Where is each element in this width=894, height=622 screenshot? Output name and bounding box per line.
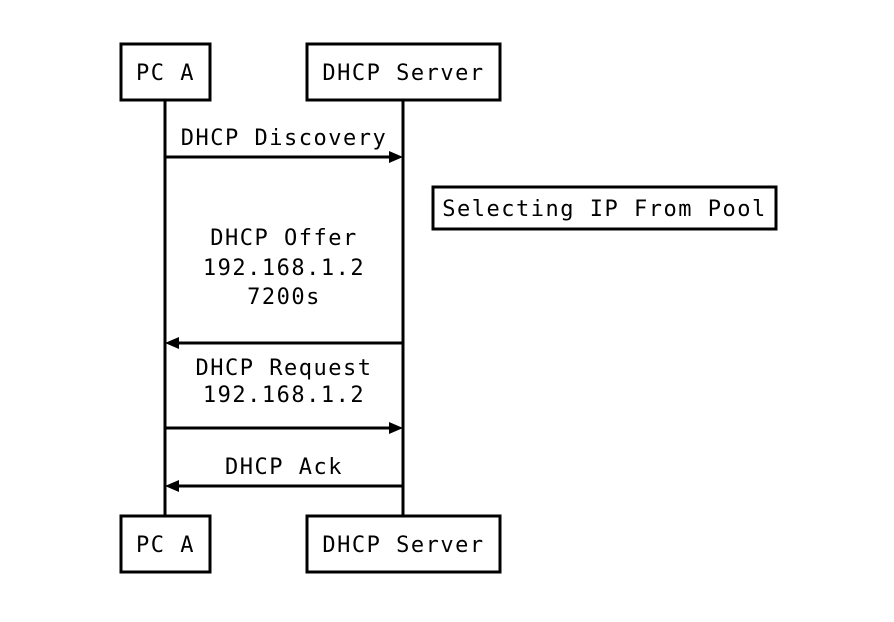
arrowhead-left (165, 337, 179, 349)
participant-label: PC A (136, 61, 195, 86)
note-selecting-ip: Selecting IP From Pool (431, 185, 778, 231)
participant-top-pc-a: PC A (119, 42, 212, 102)
message-dhcp-request: DHCP Request 192.168.1.2 (165, 356, 403, 434)
participant-top-dhcp-server: DHCP Server (305, 42, 502, 102)
arrowhead-right (389, 151, 403, 163)
participant-label: DHCP Server (322, 533, 484, 558)
arrowhead-right (389, 422, 403, 434)
message-label-line-3: 7200s (247, 285, 321, 310)
participant-bottom-pc-a: PC A (119, 514, 212, 574)
message-label-line-2: 192.168.1.2 (203, 383, 365, 408)
participant-label: PC A (136, 533, 195, 558)
message-dhcp-discovery: DHCP Discovery (165, 126, 403, 163)
arrowhead-left (165, 480, 179, 492)
message-dhcp-offer: DHCP Offer 192.168.1.2 7200s (165, 226, 403, 349)
message-dhcp-ack: DHCP Ack (165, 455, 403, 492)
message-label: DHCP Ack (225, 455, 343, 480)
participant-label: DHCP Server (322, 61, 484, 86)
note-label: Selecting IP From Pool (442, 197, 766, 222)
message-label-line-2: 192.168.1.2 (203, 256, 365, 281)
message-label-line-1: DHCP Request (196, 356, 373, 381)
participant-bottom-dhcp-server: DHCP Server (305, 514, 502, 574)
message-label: DHCP Discovery (181, 126, 387, 151)
message-label-line-1: DHCP Offer (210, 226, 357, 251)
